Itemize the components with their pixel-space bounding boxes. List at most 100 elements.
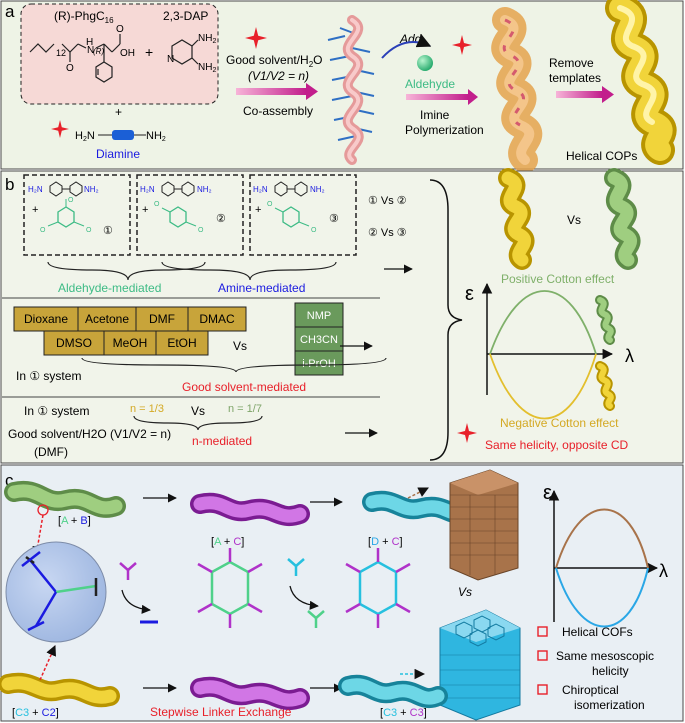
solvent-name: DMF <box>149 312 175 326</box>
remove-label: Remove <box>549 56 594 70</box>
oh-label: OH <box>120 48 135 59</box>
small-gold-helix <box>595 361 616 411</box>
solvent-box <box>187 306 247 332</box>
reactant-box <box>20 3 219 105</box>
ac-label: [A + C] <box>211 536 244 548</box>
vs-n-label: Vs <box>191 404 205 418</box>
epsilon-axis-label-c: ε <box>543 482 552 504</box>
svg-text:H₂N: H₂N <box>140 185 155 194</box>
in-system-label-2: In ① system <box>24 404 89 418</box>
green-helix-c <box>4 480 126 518</box>
good-solvent-ratio-label: Good solvent/H2O (V1/V2 = n) <box>8 427 171 441</box>
co-assembly-label: Co-assembly <box>243 104 313 118</box>
n-seventh-label: n = 1/7 <box>228 403 262 415</box>
positive-cotton-curve <box>489 290 597 355</box>
aldehyde-mediated-label: Aldehyde-mediated <box>58 281 161 295</box>
bullet-checkbox-icon <box>537 626 548 637</box>
small-green-helix <box>595 295 616 345</box>
solvent-name: Dioxane <box>24 312 68 326</box>
plus-2: + <box>115 105 122 119</box>
solvent-box <box>294 350 344 376</box>
zoom-linkers <box>21 551 98 632</box>
solvent-box <box>13 306 79 332</box>
solvent-name: DMAC <box>199 312 235 326</box>
hex-network-2 <box>345 548 411 628</box>
svg-text:O: O <box>198 227 204 234</box>
lambda-axis-label: λ <box>625 346 634 366</box>
helical-cops-label: Helical COPs <box>566 149 637 163</box>
co-assembly-arrowhead <box>306 83 318 100</box>
magenta-helix-top <box>190 492 310 527</box>
big-brace <box>429 179 463 461</box>
dc-label: [D + C] <box>368 536 403 548</box>
polymerization-arrowhead <box>468 89 478 105</box>
vs-2-3: ② Vs ③ <box>368 227 407 239</box>
exchange-arrow-1 <box>121 589 151 614</box>
exchange-arrow-2 <box>289 585 319 610</box>
diamine-nh2: NH2 <box>146 130 166 143</box>
magenta-helix-bottom <box>190 676 310 711</box>
panel-a-label: a <box>5 2 15 21</box>
vs-1-2: ① Vs ② <box>368 195 407 207</box>
panel-c-label: c <box>5 471 14 490</box>
blue-cd-curve <box>555 567 649 628</box>
r-stereo-label: (R) <box>93 47 104 56</box>
c3c2-label: [C3 + C2] <box>12 707 59 719</box>
phgc16-name: (R)-PhgC16 <box>54 9 114 25</box>
imine-label: Imine <box>420 108 450 122</box>
template-helix <box>327 15 375 165</box>
solvent-name: i-PrOH <box>302 358 336 370</box>
polymerization-label: Polymerization <box>405 123 484 137</box>
panel-b-label: b <box>5 175 14 194</box>
dap-structure <box>171 39 199 65</box>
lambda-axis-label-c: λ <box>659 561 668 581</box>
dc-arrow <box>407 487 429 499</box>
solvent-box <box>155 330 209 356</box>
acid-o: O <box>116 24 124 35</box>
solvent-name: DMSO <box>56 336 92 350</box>
add-curved-arrow <box>381 34 432 59</box>
n-brace <box>133 415 263 431</box>
hex-network-1 <box>197 548 263 628</box>
epsilon-axis-label: ε <box>465 283 474 305</box>
system-1-badge: ① <box>103 225 113 237</box>
solvent-brace <box>81 357 387 373</box>
nh2-b: NH2 <box>198 62 216 74</box>
n-mediated-label: n-mediated <box>192 434 252 448</box>
nh2-a: NH2 <box>198 33 216 45</box>
system-box-3: H₂N NH₂ + O O <box>249 174 357 256</box>
system-3-badge: ③ <box>329 213 339 225</box>
gold-helix-b <box>498 168 535 270</box>
dmf-label: (DMF) <box>34 445 68 459</box>
solvent-box <box>294 302 344 328</box>
templates-label: templates <box>549 71 601 85</box>
green-y-linker-out <box>307 610 325 628</box>
svg-text:+: + <box>255 204 261 216</box>
stepwise-label: Stepwise Linker Exchange <box>150 705 292 719</box>
bullet-text: Helical COFs <box>562 625 633 639</box>
brown-cof-stack <box>449 469 519 581</box>
solvent-name: EtOH <box>167 336 196 350</box>
svg-text:+: + <box>142 204 148 216</box>
svg-text:O: O <box>68 197 74 204</box>
negative-cotton-label: Negative Cotton effect <box>500 416 619 430</box>
polymerization-arrow <box>406 94 468 100</box>
composite-helix <box>491 7 543 173</box>
amide-o: O <box>66 63 74 74</box>
ab-label: [A + B] <box>58 515 91 527</box>
bullet-checkbox-icon <box>537 650 548 661</box>
magenta-y-linker <box>119 562 137 580</box>
solvent-box <box>135 306 189 332</box>
diamine-label: Diamine <box>96 147 140 161</box>
green-helix-b <box>604 168 641 270</box>
zoom-arrow-bottom <box>39 645 56 681</box>
svg-text:+: + <box>32 204 38 216</box>
co-assembly-arrow <box>236 88 306 95</box>
phgc16-structure <box>29 34 121 83</box>
vs-c-label: Vs <box>458 585 472 599</box>
diamine-formula: H2N <box>75 130 95 143</box>
svg-text:NH₂: NH₂ <box>84 185 99 194</box>
